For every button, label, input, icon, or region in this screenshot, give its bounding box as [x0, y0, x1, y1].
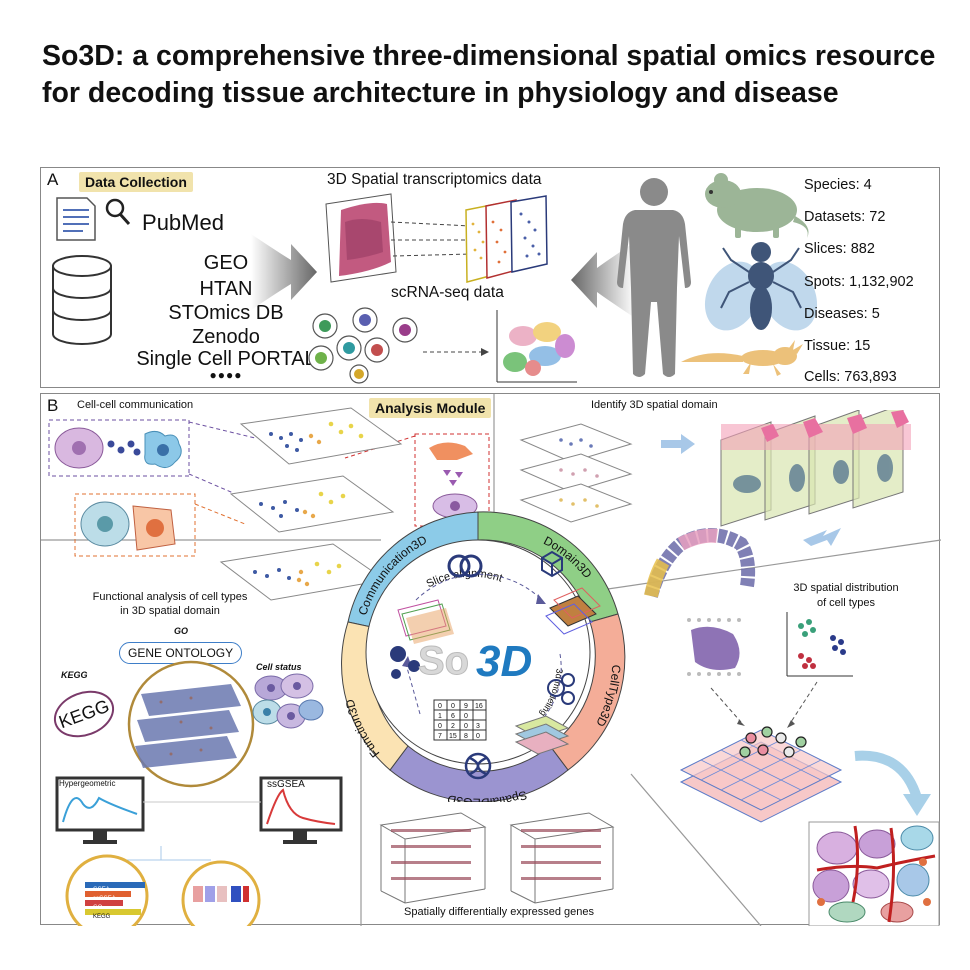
svg-text:6: 6 [451, 713, 455, 720]
fly-icon [704, 242, 818, 331]
cc-slice-stack [219, 407, 403, 601]
circles-3d-icon [547, 673, 575, 705]
enrichment-results-graphic [65, 846, 261, 926]
cell-status-label: Cell status [256, 662, 302, 672]
functional-graphic [127, 660, 324, 788]
svg-text:7: 7 [438, 733, 442, 740]
functional-label-2: in 3D spatial domain [120, 605, 220, 617]
stat-cells: Cells: 763,893 [804, 369, 897, 385]
svg-text:0: 0 [438, 703, 442, 710]
scrna-label: scRNA-seq data [391, 284, 504, 301]
aligned-stack-icon [545, 587, 601, 635]
svg-text:1: 1 [438, 713, 442, 720]
identify-domain-label: Identify 3D spatial domain [591, 399, 718, 411]
distribution-label-1: 3D spatial distribution [793, 582, 899, 594]
identify-domain-graphic [519, 410, 911, 598]
dna-icon [464, 752, 492, 780]
human-icon [617, 178, 691, 377]
svg-text:9: 9 [464, 703, 468, 710]
gears-icon [390, 646, 420, 679]
kegg-small-label: KEGG [61, 670, 88, 680]
svg-text:0: 0 [464, 713, 468, 720]
svg-text:0: 0 [438, 723, 442, 730]
central-ring: Communication3D Domain3D CellType3D Spat… [341, 511, 626, 802]
panel-a: A Data Collection PubMed GEO HTAN STOmic… [40, 167, 940, 388]
source-stomics: STOmics DB [168, 302, 284, 324]
document-icon [56, 197, 131, 241]
stat-diseases: Diseases: 5 [804, 306, 880, 322]
bar-label-kegg: KEGG [93, 914, 111, 920]
aligned-slices-icon [397, 599, 454, 644]
svg-text:8: 8 [464, 733, 468, 740]
analysis-module-badge: Analysis Module [369, 398, 492, 418]
svg-text:2: 2 [451, 723, 455, 730]
hypergeometric-label: Hypergeometric [59, 779, 116, 788]
stat-tissue: Tissue: 15 [804, 338, 871, 354]
monitors-graphic [55, 776, 343, 844]
go-label: GO [174, 626, 189, 636]
source-htan: HTAN [199, 278, 253, 300]
distribution-label-2: of cell types [816, 597, 876, 609]
svg-text:0: 0 [451, 703, 455, 710]
panel-b: B Cell-cell communication Analysis Modul… [40, 393, 941, 926]
source-pubmed: PubMed [142, 210, 224, 235]
ssgsea-monitor-label: ssGSEA [267, 779, 305, 790]
source-more-dots: ●●●● [209, 368, 243, 382]
st-slices-graphic [325, 193, 548, 283]
st-data-label: 3D Spatial transcriptomics data [327, 171, 542, 188]
page-title: So3D: a comprehensive three-dimensional … [42, 40, 936, 109]
arrow-right-to-center [571, 242, 635, 318]
svg-text:0: 0 [464, 723, 468, 730]
cube-icon [541, 550, 563, 578]
stat-spots: Spots: 1,132,902 [804, 274, 914, 290]
mouse-icon [705, 173, 809, 238]
panel-a-label: A [47, 170, 59, 189]
bar-label-go: GO [93, 905, 103, 911]
svg-text:0: 0 [476, 733, 480, 740]
svg-text:15: 15 [449, 733, 457, 740]
svg-text:16: 16 [475, 703, 483, 710]
panel-b-label: B [47, 396, 59, 415]
functional-label-1: Functional analysis of cell types [92, 591, 248, 603]
scrna-graphic [308, 307, 577, 384]
stack-layers-icon [514, 715, 570, 755]
cell-comm-label: Cell-cell communication [77, 399, 194, 411]
cell-comm-graphic [48, 419, 490, 557]
arrow-left-to-center [251, 234, 317, 310]
link-icon [447, 554, 483, 578]
stat-slices: Slices: 882 [804, 241, 875, 257]
bar-label-ssgsea: ssGSEA [93, 896, 116, 902]
source-single-cell-portal: Single Cell PORTAL [136, 348, 316, 370]
database-icon [52, 255, 112, 345]
svg-text:3: 3 [476, 723, 480, 730]
stat-species: Species: 4 [804, 177, 872, 193]
sde-cubes-graphic [379, 812, 615, 904]
data-collection-badge: Data Collection [79, 172, 193, 192]
logo-so: So [418, 639, 469, 683]
source-zenodo: Zenodo [192, 326, 260, 348]
bar-label-gsea: GSEA [93, 887, 110, 893]
logo-3d: 3D [476, 637, 532, 686]
sde-genes-label: Spatially differentially expressed genes [404, 906, 594, 918]
stat-datasets: Datasets: 72 [804, 209, 886, 225]
axolotl-icon [681, 340, 803, 376]
distribution-graphic [679, 612, 940, 926]
source-geo: GEO [203, 252, 249, 274]
